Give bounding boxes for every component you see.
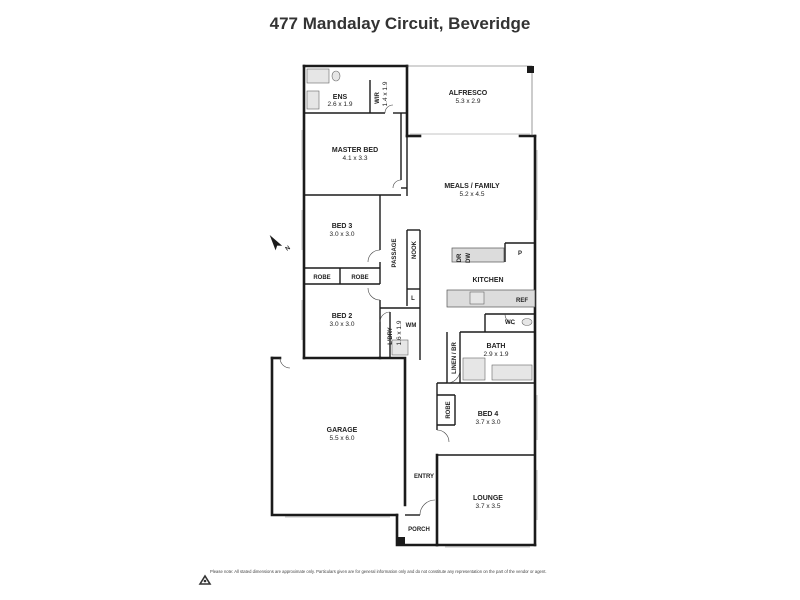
wc-toilet-fixture: [521, 318, 533, 326]
pantry-label: P: [518, 251, 522, 257]
cooktop-fixture: [469, 291, 485, 305]
wir-dim: 1.4 x 1.9: [382, 81, 389, 106]
wir-label: WIR: [375, 92, 381, 104]
robe-label-2: ROBE: [351, 275, 368, 281]
exterior-walls: [270, 64, 537, 547]
bed3-label: BED 3: [332, 223, 353, 230]
linen-cupboard-label: L: [411, 296, 415, 302]
small-labels: ROBE ROBE ROBE PASSAGE NOOK LINEN / BR W…: [313, 239, 528, 533]
ens-label: ENS: [333, 94, 348, 101]
ref-label: REF: [516, 298, 528, 304]
bath-dim: 2.9 x 1.9: [484, 351, 509, 358]
robe-label-1: ROBE: [313, 275, 330, 281]
ldry-dim: 1.6 x 1.9: [396, 320, 403, 345]
shower-fixture: [306, 68, 330, 84]
interior-walls: [304, 80, 535, 516]
lounge-label: LOUNGE: [473, 495, 503, 502]
ldry-label: L'DRY: [388, 327, 394, 345]
porch-label: PORCH: [408, 527, 430, 533]
wc-label: WC: [505, 320, 516, 326]
bed3-dim: 3.0 x 3.0: [330, 231, 355, 238]
robe-label-3: ROBE: [446, 401, 452, 418]
dr-label: DR: [457, 253, 463, 262]
passage-label: PASSAGE: [392, 239, 398, 268]
bath-label: BATH: [487, 343, 506, 350]
trough-fixture: [391, 339, 409, 356]
agency-logo-icon: [198, 574, 212, 585]
toilet-fixture: [331, 70, 341, 82]
bed4-label: BED 4: [478, 411, 499, 418]
windows: [285, 130, 538, 548]
garage-dim: 5.5 x 6.0: [330, 435, 355, 442]
lounge-dim: 3.7 x 3.5: [476, 503, 501, 510]
wm-label: WM: [406, 323, 417, 329]
meals-family-label: MEALS / FAMILY: [444, 183, 500, 190]
garage-label: GARAGE: [327, 427, 358, 434]
bed2-label: BED 2: [332, 313, 353, 320]
plan-title: 477 Mandalay Circuit, Beveridge: [269, 14, 531, 33]
alfresco-dim: 5.3 x 2.9: [456, 98, 481, 105]
nook-label: NOOK: [412, 240, 418, 259]
kitchen-island: [446, 289, 536, 308]
kitchen-label: KITCHEN: [472, 277, 503, 284]
vanity-fixture: [306, 90, 320, 110]
svg-text:N: N: [285, 245, 292, 252]
disclaimer-text: Please note: All stated dimensions are a…: [210, 569, 547, 574]
dw-label: DW: [466, 253, 472, 263]
north-arrow-icon: N: [269, 234, 292, 253]
bed4-dim: 3.7 x 3.0: [476, 419, 501, 426]
room-labels: ENS 2.6 x 1.9 WIR 1.4 x 1.9 ALFRESCO 5.3…: [327, 81, 509, 510]
alfresco-label: ALFRESCO: [449, 90, 488, 97]
kitchen-bench-top: [451, 247, 505, 263]
entry-label: ENTRY: [414, 474, 434, 480]
master-bed-dim: 4.1 x 3.3: [343, 155, 368, 162]
ens-dim: 2.6 x 1.9: [328, 101, 353, 108]
doors: [279, 104, 516, 516]
fixtures: [306, 68, 536, 381]
shower-fixture-bath: [462, 357, 486, 381]
bathtub-fixture: [491, 364, 533, 381]
master-bed-label: MASTER BED: [332, 147, 378, 154]
bed2-dim: 3.0 x 3.0: [330, 321, 355, 328]
meals-family-dim: 5.2 x 4.5: [460, 191, 485, 198]
alfresco-outline: [398, 65, 534, 544]
linen-label: LINEN / BR: [452, 342, 458, 374]
